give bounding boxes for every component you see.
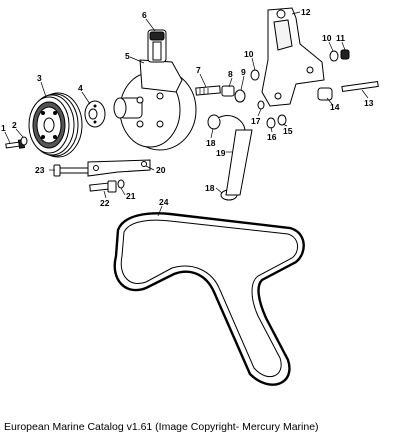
callout-8: 8 (228, 69, 233, 79)
part-14-spacer (317, 87, 333, 101)
part-16-washer (266, 117, 276, 129)
part-13-stud (341, 80, 379, 93)
leader-lines (4, 11, 369, 217)
callout-16: 16 (267, 132, 277, 142)
part-3-crank-pulley (28, 92, 83, 158)
part-8-fitting (221, 85, 235, 97)
callout-labels: 1 2 3 4 5 6 7 8 9 10 10 11 12 13 14 15 1… (1, 7, 374, 208)
callout-7: 7 (196, 65, 201, 75)
part-12-bracket (261, 7, 325, 107)
callout-24: 24 (159, 197, 169, 207)
part-17-fitting (257, 100, 265, 110)
callout-3: 3 (37, 73, 42, 83)
part-11-nut (340, 49, 350, 60)
callout-20: 20 (156, 165, 166, 175)
callout-10-right: 10 (322, 33, 332, 43)
part-20-brace (87, 159, 151, 177)
callout-12: 12 (301, 7, 311, 17)
part-24-belt (113, 212, 305, 386)
callout-1: 1 (1, 123, 6, 133)
callout-4: 4 (78, 83, 83, 93)
callout-6: 6 (142, 10, 147, 20)
callout-2: 2 (12, 120, 17, 130)
part-4-hub (84, 100, 106, 128)
callout-15: 15 (283, 126, 293, 136)
callout-9: 9 (241, 67, 246, 77)
part-18-clamp-a (207, 114, 221, 130)
callout-22: 22 (100, 198, 110, 208)
callout-21: 21 (126, 191, 136, 201)
part-7-fitting (195, 85, 221, 96)
callout-11: 11 (336, 33, 345, 43)
part-21-washer (117, 179, 125, 189)
callout-10-left: 10 (244, 49, 254, 59)
callout-13: 13 (364, 98, 374, 108)
part-15-nut (277, 114, 287, 126)
callout-18-upper: 18 (206, 138, 216, 148)
callout-18-lower: 18 (205, 183, 215, 193)
part-10-washer-a (250, 69, 260, 81)
part-23-bolt (53, 164, 89, 177)
image-caption: European Marine Catalog v1.61 (Image Cop… (4, 421, 319, 433)
callout-14: 14 (330, 102, 340, 112)
part-6-reservoir-neck (147, 29, 167, 63)
part-10-washer-b (329, 50, 339, 62)
callout-5: 5 (125, 51, 130, 61)
part-19-hose (217, 115, 253, 196)
callout-23: 23 (35, 165, 45, 175)
part-5-pump-body (113, 59, 197, 151)
part-9-o-ring (234, 89, 246, 103)
callout-17: 17 (251, 116, 261, 126)
part-22-bolt (89, 180, 117, 193)
callout-19: 19 (216, 148, 226, 158)
part-2-washer (20, 136, 28, 146)
